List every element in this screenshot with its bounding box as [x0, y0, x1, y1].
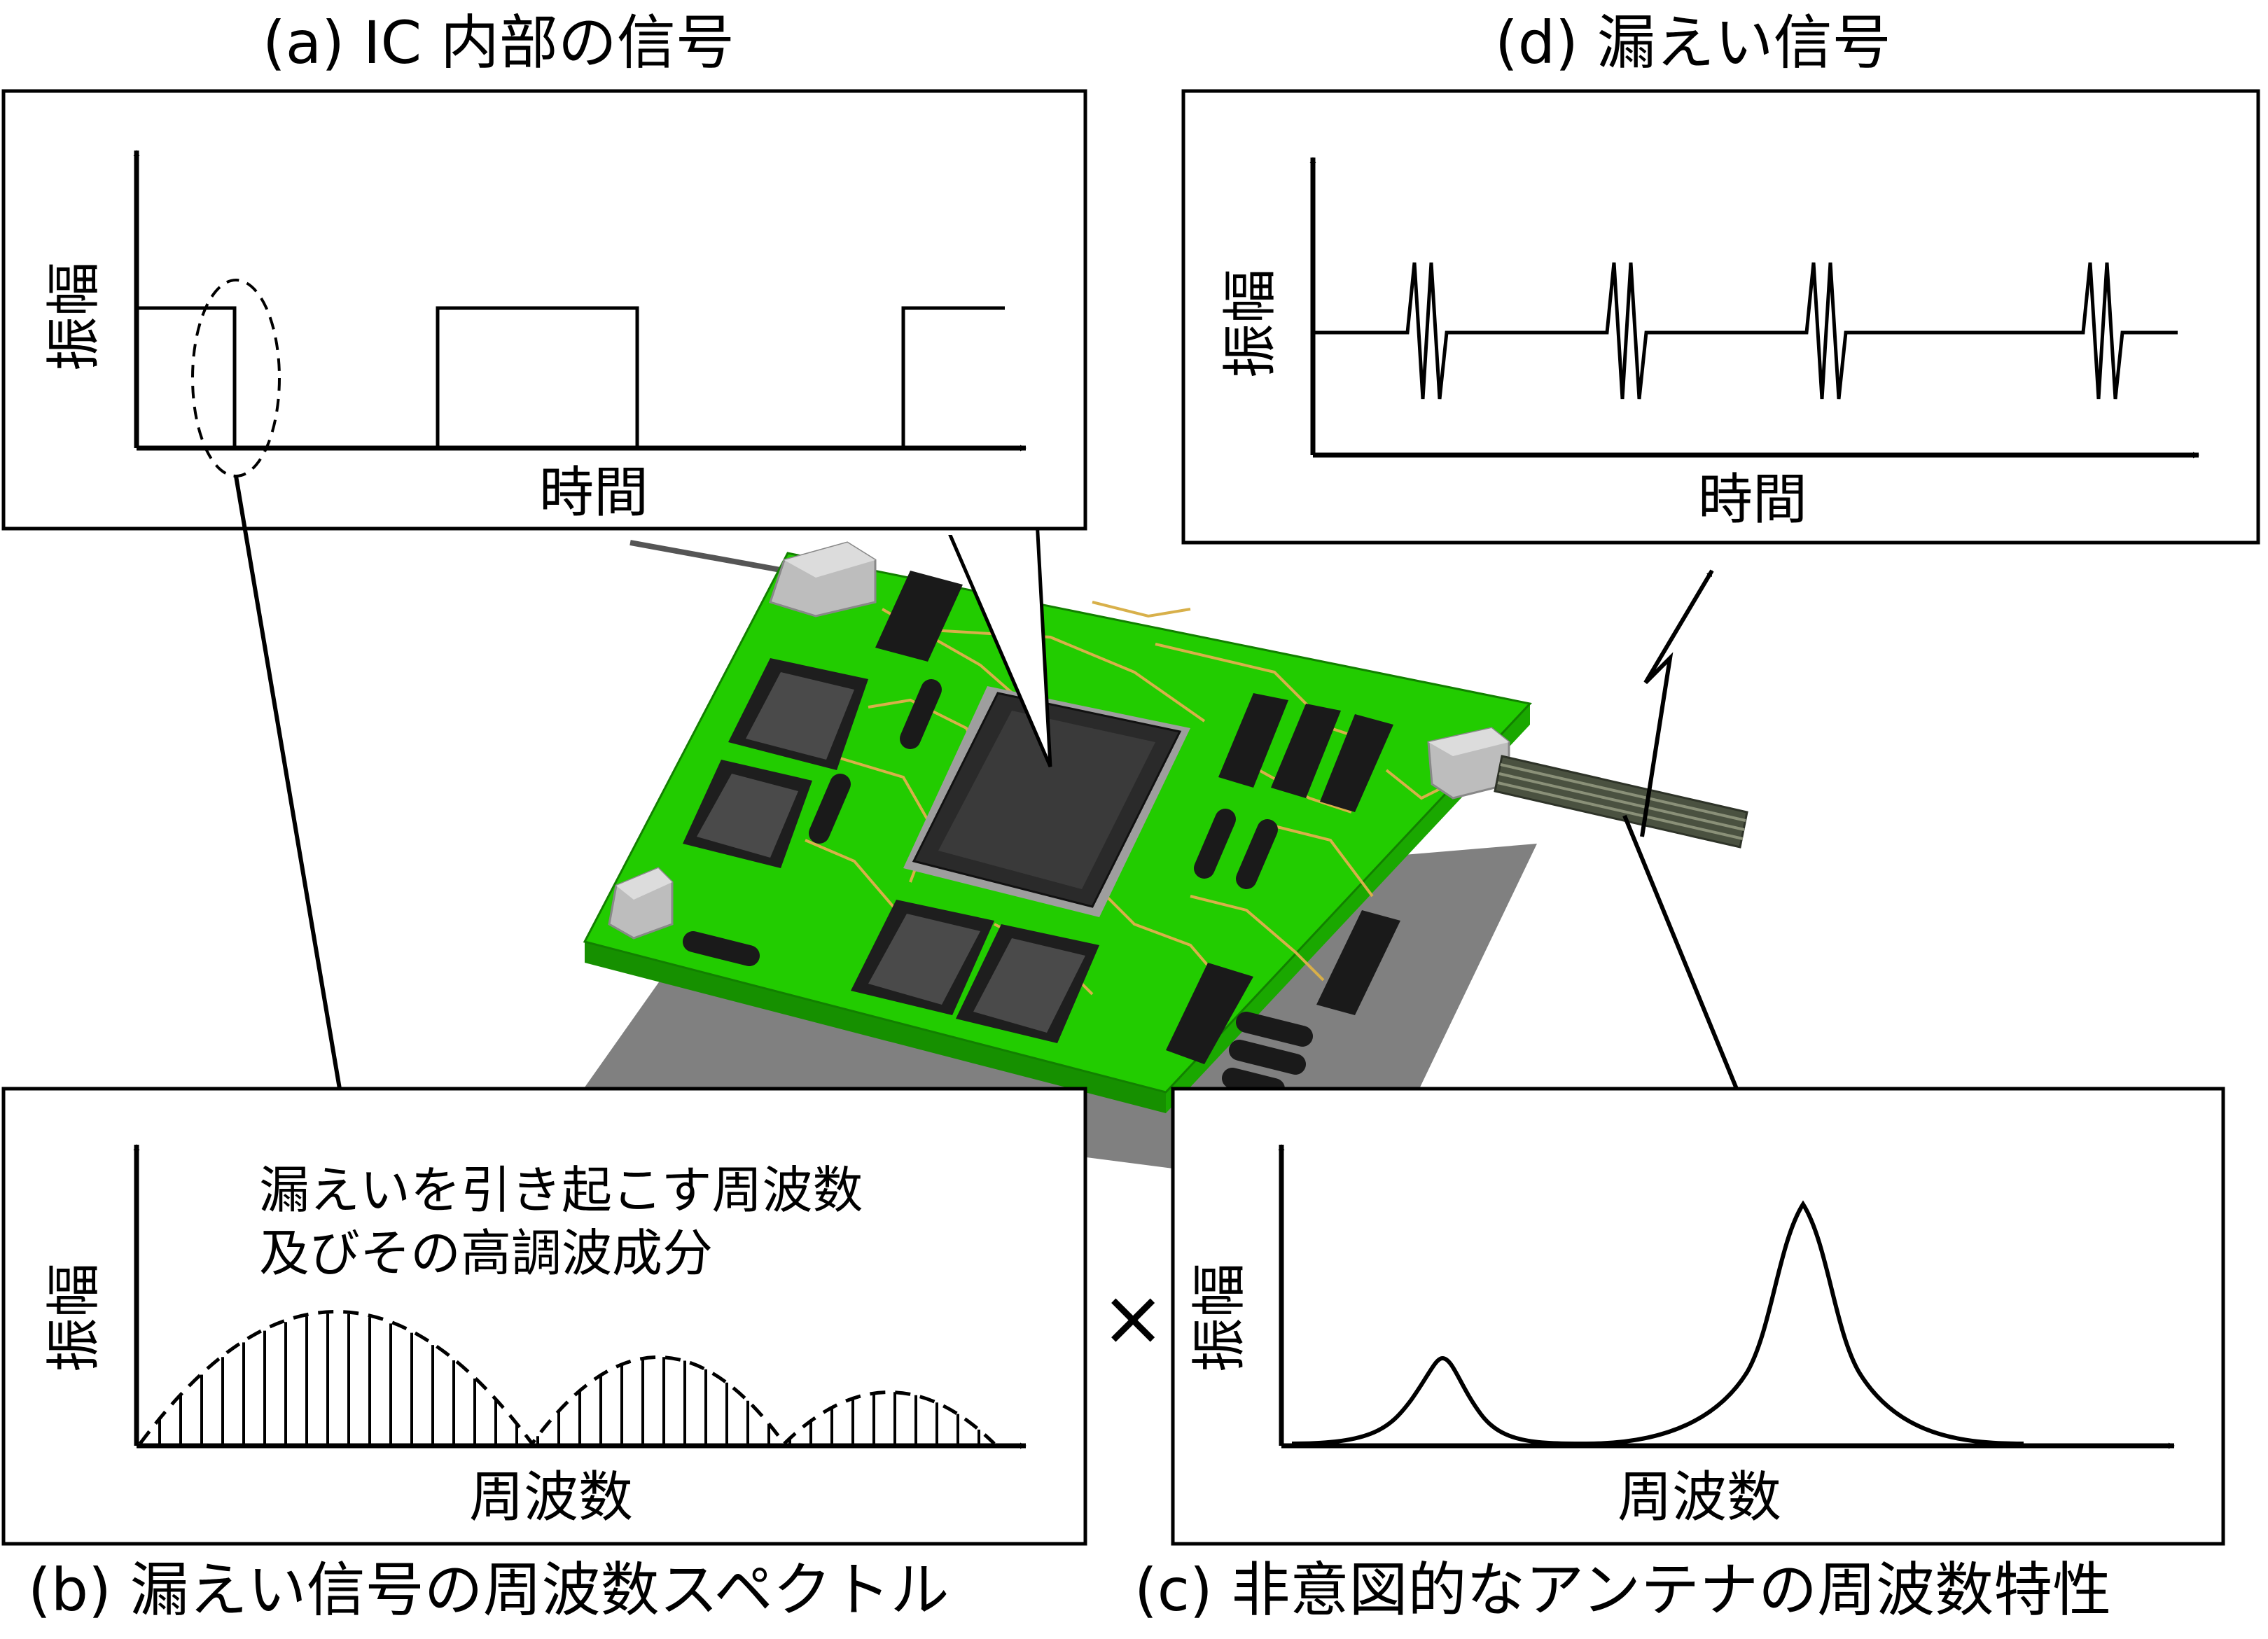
panel-d-frame: [1181, 89, 2260, 545]
panel-d-leak-signal: [1313, 262, 2178, 400]
antenna-wire-left: [629, 540, 785, 573]
panel-d-title: (d) 漏えい信号: [1495, 8, 1891, 77]
square-chips: [683, 658, 1099, 1043]
panel-b-note-line1: 漏えいを引き起こす周波数: [259, 1161, 863, 1220]
panel-b: 漏えいを引き起こす周波数 及びその高調波成分 振幅 周波数: [1, 1087, 1087, 1546]
panel-b-xlabel: 周波数: [469, 1466, 633, 1529]
panel-b-envelope: [138, 1310, 996, 1447]
panel-c-response-curve: [1291, 1200, 2024, 1446]
panel-b-note-line2: 及びその高調波成分: [259, 1224, 713, 1283]
panel-a-title: (a) IC 内部の信号: [263, 8, 735, 77]
radiation-arrow: [1640, 569, 1714, 837]
panel-b-title: (b) 漏えい信号の周波数スペクトル: [28, 1556, 949, 1624]
multiply-symbol: ×: [1101, 1273, 1165, 1362]
panel-a-square-wave: [137, 306, 1005, 450]
panel-b-harmonics: [158, 1313, 980, 1444]
panel-a-ylabel: 振幅: [43, 262, 106, 371]
panel-c-frame: [1171, 1087, 2225, 1546]
leader-a-to-b: [234, 475, 342, 1089]
leader-cable-to-c: [1622, 814, 1739, 1090]
connectors: [608, 541, 1510, 940]
ribbon-stripes: [1497, 763, 1746, 840]
panel-c-ylabel: 振幅: [1188, 1263, 1251, 1372]
pcb-edge-right: [1166, 704, 1530, 1113]
panel-d-ylabel: 振幅: [1219, 269, 1282, 378]
pcb-edge: [585, 942, 1166, 1113]
panel-c-title: (c) 非意図的なアンテナの周波数特性: [1134, 1556, 2111, 1624]
panel-a: (a) IC 内部の信号 振幅 時間: [1, 8, 1087, 531]
rect-chips: [875, 571, 1400, 1064]
panel-c: 振幅 周波数: [1171, 1087, 2225, 1546]
panel-b-frame: [1, 1087, 1087, 1546]
panel-a-xlabel: 時間: [539, 461, 648, 524]
panel-b-ylabel: 振幅: [43, 1263, 106, 1372]
panel-d: (d) 漏えい信号 振幅 時間: [1181, 8, 2260, 545]
panel-c-xlabel: 周波数: [1617, 1466, 1781, 1529]
panel-d-xlabel: 時間: [1698, 468, 1807, 531]
